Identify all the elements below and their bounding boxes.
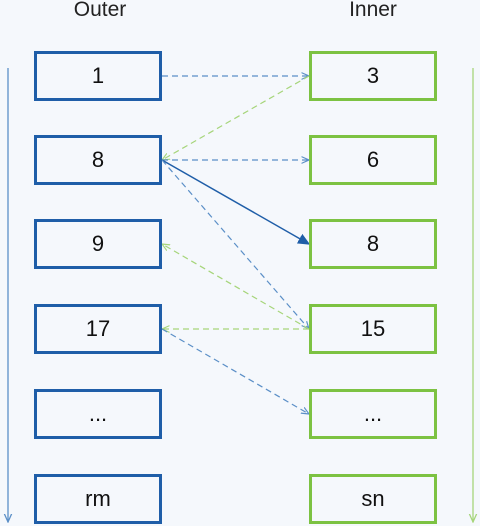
link-group bbox=[162, 76, 309, 414]
link-outer-1-to-inner-2 bbox=[161, 159, 309, 244]
outer-box-4: ... bbox=[34, 389, 162, 439]
link-inner-3-to-outer-2 bbox=[162, 244, 310, 330]
outer-box-0: 1 bbox=[34, 51, 162, 101]
link-inner-0-to-outer-1 bbox=[162, 75, 310, 160]
outer-box-2: 9 bbox=[34, 219, 162, 269]
outer-box-1: 8 bbox=[34, 135, 162, 185]
inner-box-0: 3 bbox=[309, 51, 437, 101]
inner-box-2: 8 bbox=[309, 219, 437, 269]
link-outer-3-to-inner-4 bbox=[161, 328, 309, 414]
inner-box-5: sn bbox=[309, 474, 437, 524]
link-outer-1-to-inner-3 bbox=[161, 159, 309, 329]
outer-box-5: rm bbox=[34, 474, 162, 524]
inner-column-title: Inner bbox=[349, 0, 397, 21]
outer-box-3: 17 bbox=[34, 304, 162, 354]
inner-box-3: 15 bbox=[309, 304, 437, 354]
inner-box-4: ... bbox=[309, 389, 437, 439]
inner-box-1: 6 bbox=[309, 135, 437, 185]
outer-column-title: Outer bbox=[73, 0, 127, 21]
